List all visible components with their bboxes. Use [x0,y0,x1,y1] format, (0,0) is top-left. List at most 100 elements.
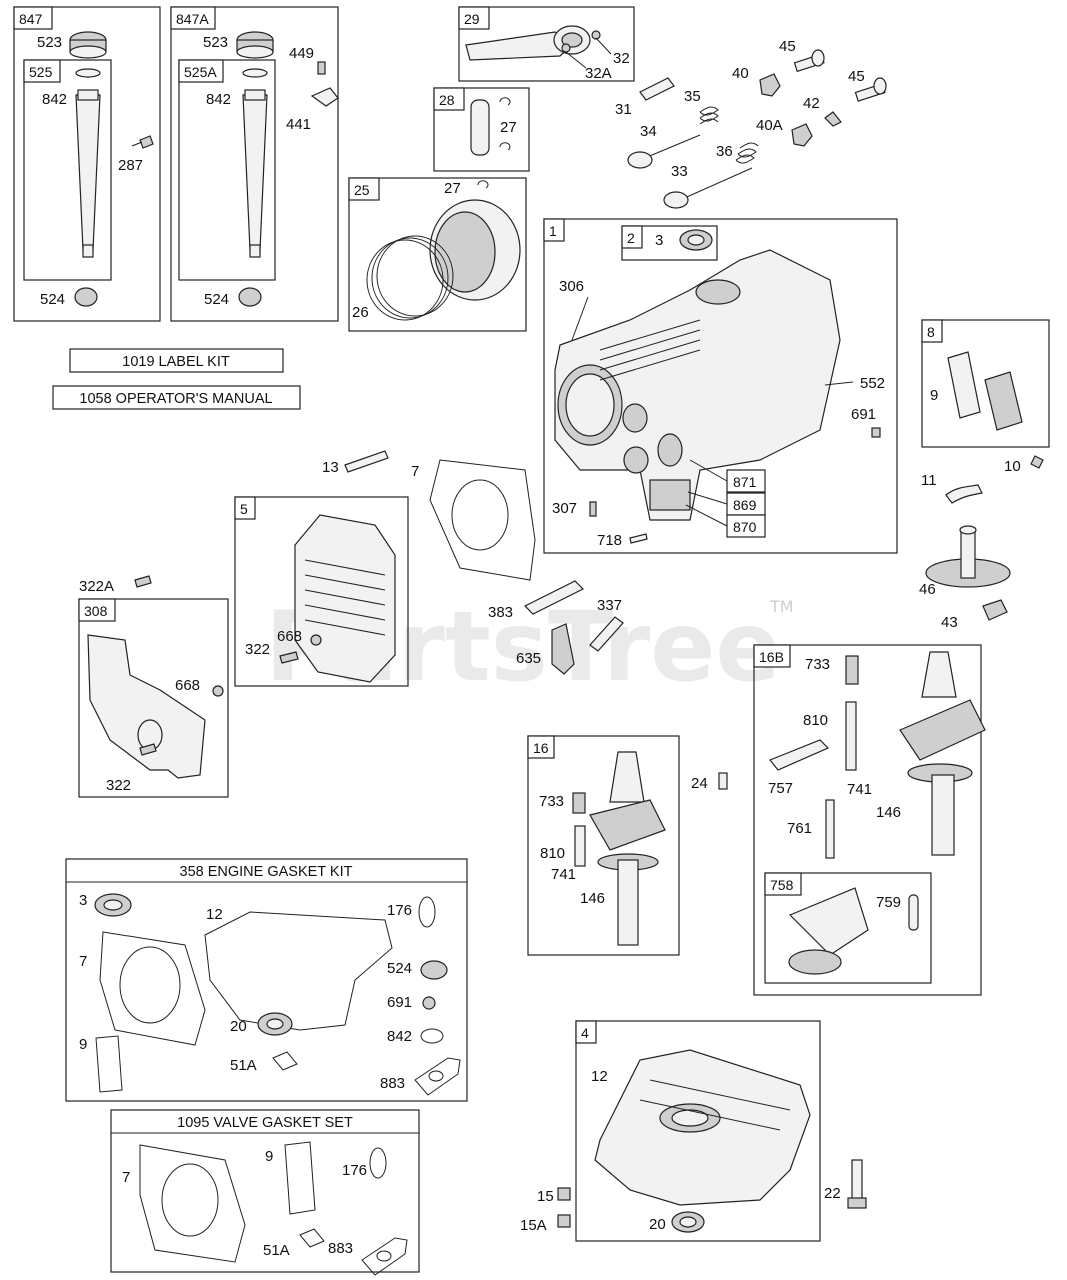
label-15A: 15A [520,1217,547,1234]
head-gasket-icon [429,459,536,581]
tag-4: 4 [581,1025,589,1041]
group-16B: 16B 733 810 757 741 146 761 758 759 [753,644,986,996]
label-691: 691 [851,406,876,423]
label-27: 27 [500,119,517,136]
label-7: 7 [79,953,87,970]
label-741: 741 [847,781,872,798]
breather-gasket-icon [284,1141,316,1215]
label-32: 32 [613,50,630,67]
label-46: 46 [919,581,936,598]
group-5: 5 322 668 [234,496,409,687]
crankcase-gasket-icon [204,911,393,1031]
label-761: 761 [787,820,812,837]
label-9: 9 [930,387,938,404]
label-759: 759 [876,894,901,911]
bolt-icon [851,1159,863,1203]
head-bolt-icon [344,450,389,473]
tag-525A: 525A [184,64,217,80]
label-383: 383 [488,604,513,621]
label-449: 449 [289,45,314,62]
stud-icon [574,825,586,867]
label-27: 27 [444,180,461,197]
label-842: 842 [206,91,231,108]
label-322: 322 [106,777,131,794]
tag-847: 847 [19,11,43,27]
label-146: 146 [876,804,901,821]
tag-16: 16 [533,740,549,756]
dipstick-tube-icon [75,94,101,251]
label-22: 22 [824,1185,841,1202]
dipstick-tube-icon [242,94,268,251]
label-842: 842 [387,1028,412,1045]
valve-gasket-title: 1095 VALVE GASKET SET [177,1115,353,1131]
o-ring-icon [418,896,436,928]
label-635: 635 [516,650,541,667]
key-icon [718,772,728,790]
bolt-icon [279,651,299,664]
watermark-tm: TM [769,597,794,616]
label-668: 668 [175,677,200,694]
gasket-icon [272,1051,298,1071]
screw-icon [1030,455,1044,469]
pin-icon [629,533,648,544]
cylinder-head-icon [294,514,396,683]
valve-keeper-icon [824,111,842,127]
bolt-icon [572,792,586,814]
tag-870: 870 [733,519,757,535]
head-gasket-icon [99,931,206,1046]
muffler-gasket-icon [414,1057,461,1096]
label-12: 12 [591,1068,608,1085]
cylinder-shield-icon [87,634,206,779]
tag-8: 8 [927,324,935,340]
counterweight-link-icon [769,739,830,771]
screw-icon [131,135,154,149]
label-757: 757 [768,780,793,797]
group-25: 25 27 26 [348,177,527,332]
label-524: 524 [40,291,65,308]
bolt-icon [139,743,157,756]
group-8: 8 9 [921,319,1050,448]
label-810: 810 [540,845,565,862]
label-20: 20 [230,1018,247,1035]
label-40A: 40A [756,117,783,134]
label-287: 287 [118,157,143,174]
pin-icon [825,799,835,859]
label-322A: 322A [79,578,114,595]
label-9: 9 [265,1148,273,1165]
label-51A: 51A [263,1242,290,1259]
label-32A: 32A [585,65,612,82]
label-741: 741 [551,866,576,883]
label-42: 42 [803,95,820,112]
screw-icon [317,61,326,75]
o-ring-icon [75,68,101,78]
plug-icon [420,960,448,980]
label-34: 34 [640,123,657,140]
tag-308: 308 [84,603,108,619]
gasket-plate-icon [639,77,675,101]
governor-icon [982,599,1008,621]
label-3: 3 [655,232,663,249]
label-441: 441 [286,116,311,133]
tag-25: 25 [354,182,370,198]
tag-5: 5 [240,501,248,517]
gasket-icon [299,1228,325,1248]
exhaust-valve-icon [663,191,689,209]
group-16: 16 733 810 741 146 [527,735,680,956]
label-552: 552 [860,375,885,392]
tag-847A: 847A [176,11,209,27]
breather-tube-icon [523,580,585,615]
label-45: 45 [779,38,796,55]
breather-gasket-icon [947,351,981,419]
plug-icon [74,287,98,307]
label-524: 524 [387,960,412,977]
label-718: 718 [597,532,622,549]
group-4: 4 12 15 15A 20 22 [520,1020,867,1242]
tag-2: 2 [627,230,635,246]
tag-758: 758 [770,877,794,893]
label-176: 176 [387,902,412,919]
label-51A: 51A [230,1057,257,1074]
piston-ring-icon [366,239,444,321]
stud-icon [845,701,857,771]
label-31: 31 [615,101,632,118]
